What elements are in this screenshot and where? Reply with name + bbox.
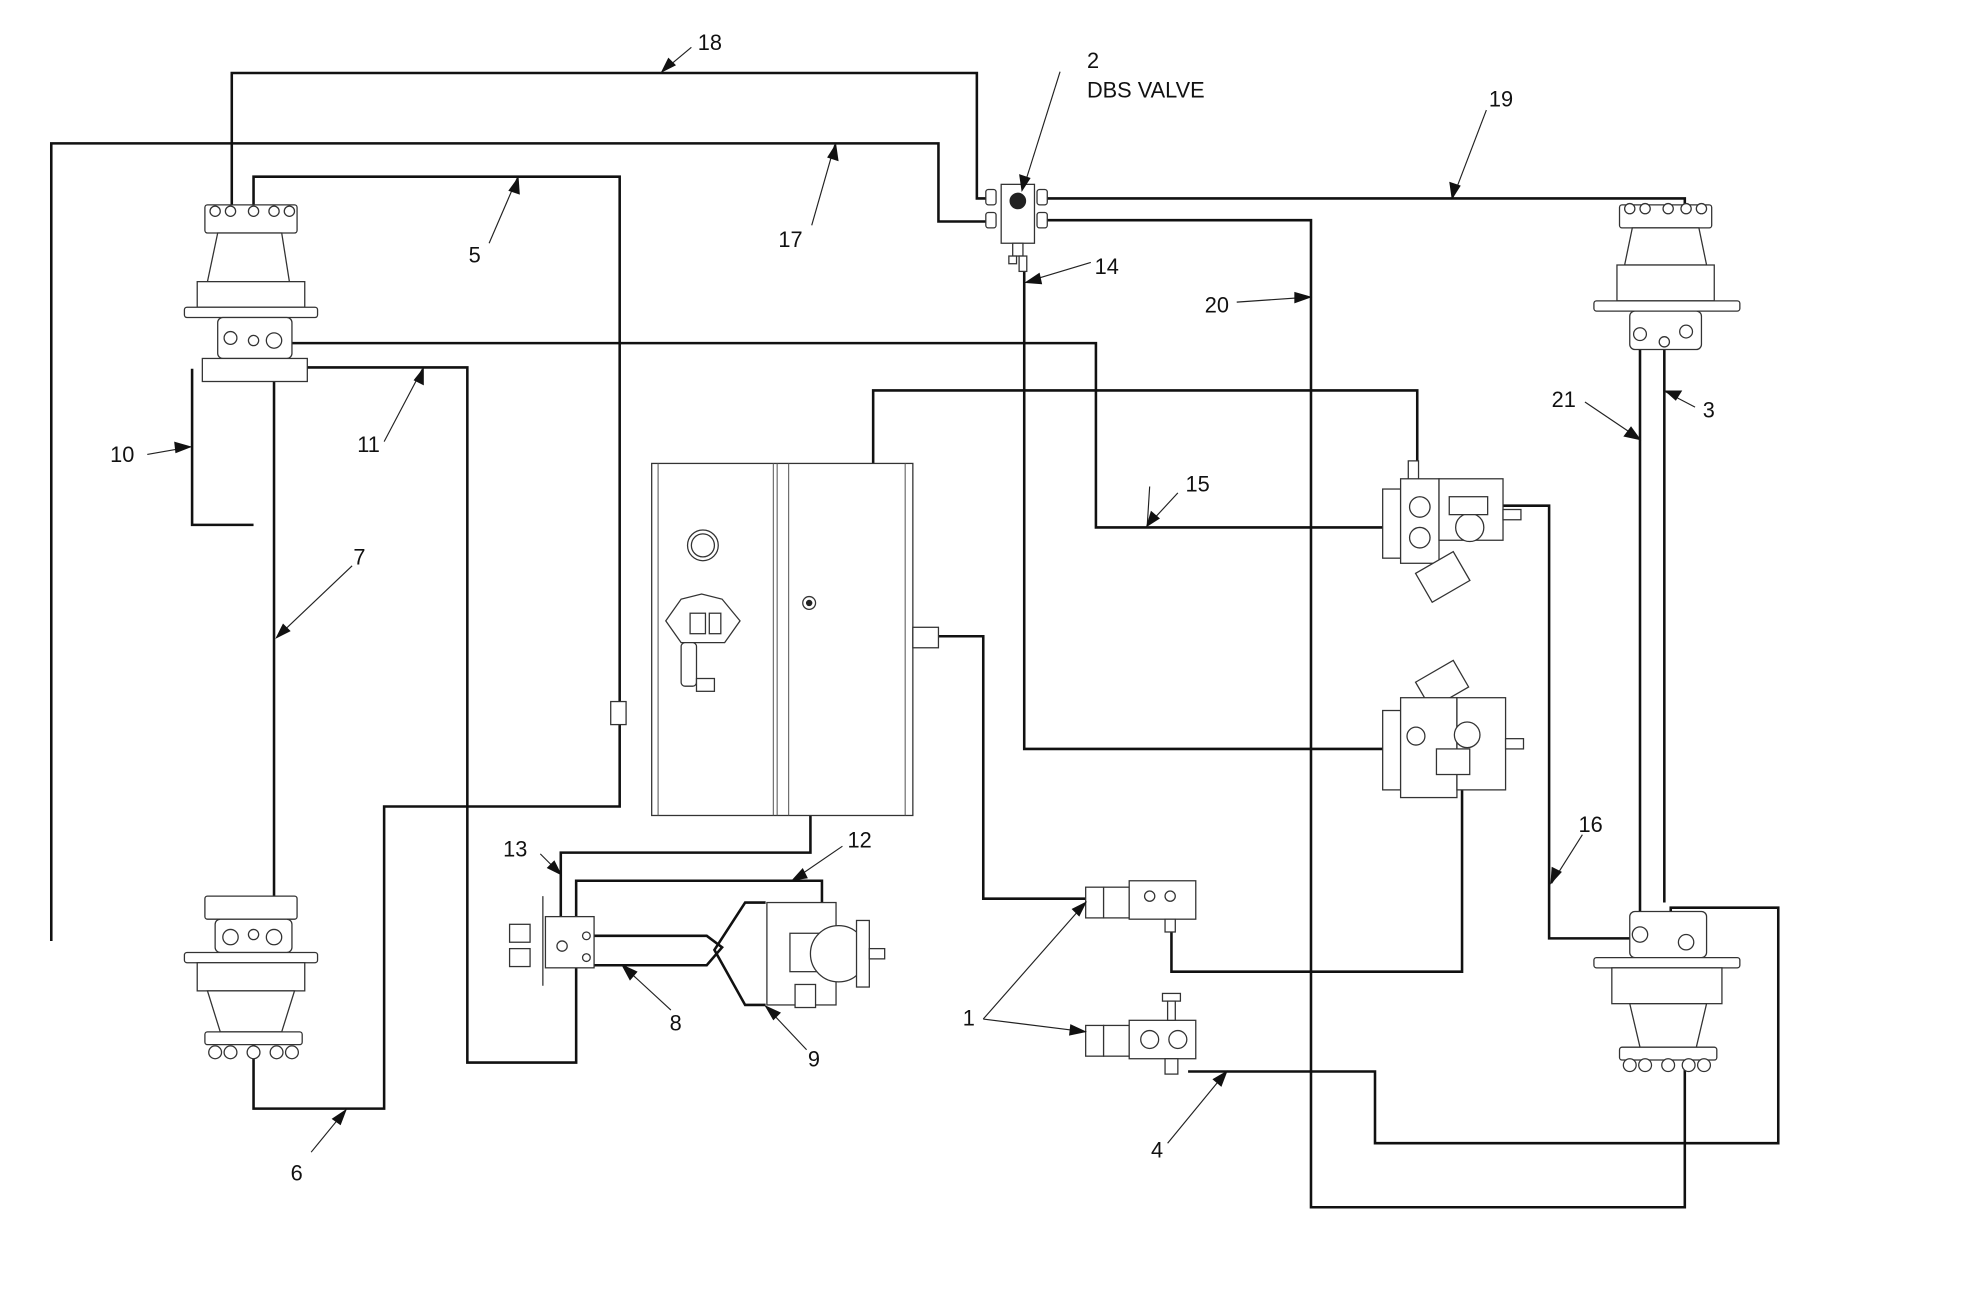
callout-4: 4 — [1151, 1137, 1163, 1162]
hydraulic-tank — [610, 462, 940, 817]
hose-15 — [1492, 504, 1642, 940]
hose-9 — [712, 901, 766, 1007]
callout-2: 2 — [1087, 48, 1099, 73]
callout-12: 12 — [848, 827, 872, 852]
valve-manifold — [508, 896, 595, 986]
callout-8: 8 — [670, 1011, 682, 1036]
callout-20: 20 — [1205, 292, 1229, 317]
callout-19: 19 — [1489, 86, 1513, 111]
drive-pump-lower — [1382, 659, 1525, 799]
hose-filter-pump — [1170, 783, 1464, 973]
hose-18 — [230, 71, 997, 346]
hose-17 — [49, 142, 997, 941]
hose-14 — [1022, 268, 1396, 751]
wheel-motor-rear-left — [183, 895, 319, 1060]
callout-17: 17 — [778, 227, 802, 252]
hose-case-drain — [279, 341, 1415, 529]
callout-11: 11 — [357, 432, 380, 457]
callout-7: 7 — [353, 545, 365, 570]
auxiliary-pump — [766, 901, 886, 1009]
hose-tank-filter — [938, 634, 1086, 900]
drive-pump-upper — [1382, 460, 1522, 604]
callout-13: 13 — [503, 836, 527, 861]
callout-6: 6 — [291, 1160, 303, 1185]
callout-9: 9 — [808, 1046, 820, 1071]
callout-3: 3 — [1703, 397, 1715, 422]
callout-14: 14 — [1095, 254, 1119, 279]
tank-drain-fitting — [610, 700, 627, 726]
callout-16: 16 — [1579, 812, 1603, 837]
filter-upper — [1085, 880, 1197, 933]
hose-4 — [1188, 906, 1780, 1145]
callout-15: 15 — [1186, 472, 1210, 497]
callout-1: 1 — [963, 1005, 975, 1030]
hose-8a — [588, 934, 724, 967]
hose-20 — [1047, 218, 1687, 1209]
callouts: 18 2 DBS VALVE 19 17 5 14 20 21 3 11 10 … — [110, 30, 1715, 1185]
dbs-valve-label: DBS VALVE — [1087, 77, 1205, 102]
callout-10: 10 — [110, 442, 134, 467]
filter-lower — [1085, 992, 1197, 1075]
callout-5: 5 — [469, 242, 481, 267]
tank-outlet — [912, 626, 940, 649]
hose-10 — [190, 368, 254, 527]
leaders — [147, 46, 1696, 1153]
wheel-motor-front-right — [1593, 202, 1741, 351]
callout-18: 18 — [698, 30, 722, 55]
hose-5 — [252, 175, 621, 1110]
wheel-motor-front-left — [183, 204, 319, 383]
dbs-valve — [985, 183, 1048, 273]
callout-21: 21 — [1552, 387, 1576, 412]
wheel-motor-rear-right — [1593, 910, 1741, 1073]
